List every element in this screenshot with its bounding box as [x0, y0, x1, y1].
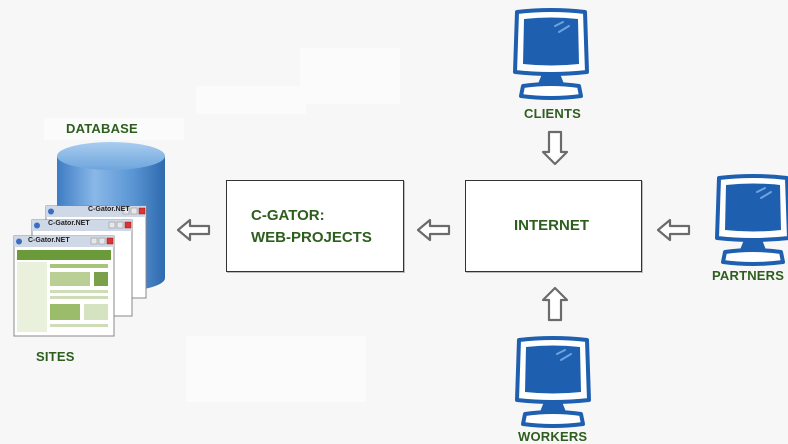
arrow-left-icon [656, 218, 691, 242]
workers-label: WORKERS [518, 429, 588, 444]
cgator-subtitle: WEB-PROJECTS [251, 229, 372, 246]
background-patch [186, 336, 366, 402]
browser-title-back: C-Gator.NET [88, 206, 130, 213]
cgator-webprojects-box: C-GATOR: WEB-PROJECTS [226, 180, 404, 272]
arrow-left-icon [176, 218, 211, 242]
background-patch [196, 86, 306, 114]
database-label: DATABASE [66, 121, 138, 136]
background-patch [44, 118, 184, 140]
sites-browser-stack: C-Gator.NET C-Gator.NET C-Gator.NET [10, 204, 150, 340]
background-patch [300, 48, 400, 104]
arrow-left-icon [416, 218, 451, 242]
internet-label: INTERNET [514, 217, 589, 234]
clients-label: CLIENTS [524, 106, 582, 121]
browser-windows-illustration [13, 205, 147, 337]
sites-label: SITES [36, 349, 75, 364]
arrow-down-icon [541, 130, 569, 166]
partners-label: PARTNERS [712, 268, 785, 283]
browser-title-middle: C-Gator.NET [48, 220, 90, 227]
partners-monitor-icon [715, 174, 788, 266]
arrow-up-icon [541, 286, 569, 322]
clients-monitor-icon [513, 8, 589, 100]
internet-box: INTERNET [465, 180, 642, 272]
cgator-title: C-GATOR: [251, 207, 325, 224]
workers-monitor-icon [515, 336, 591, 428]
browser-title-front: C-Gator.NET [28, 237, 70, 244]
